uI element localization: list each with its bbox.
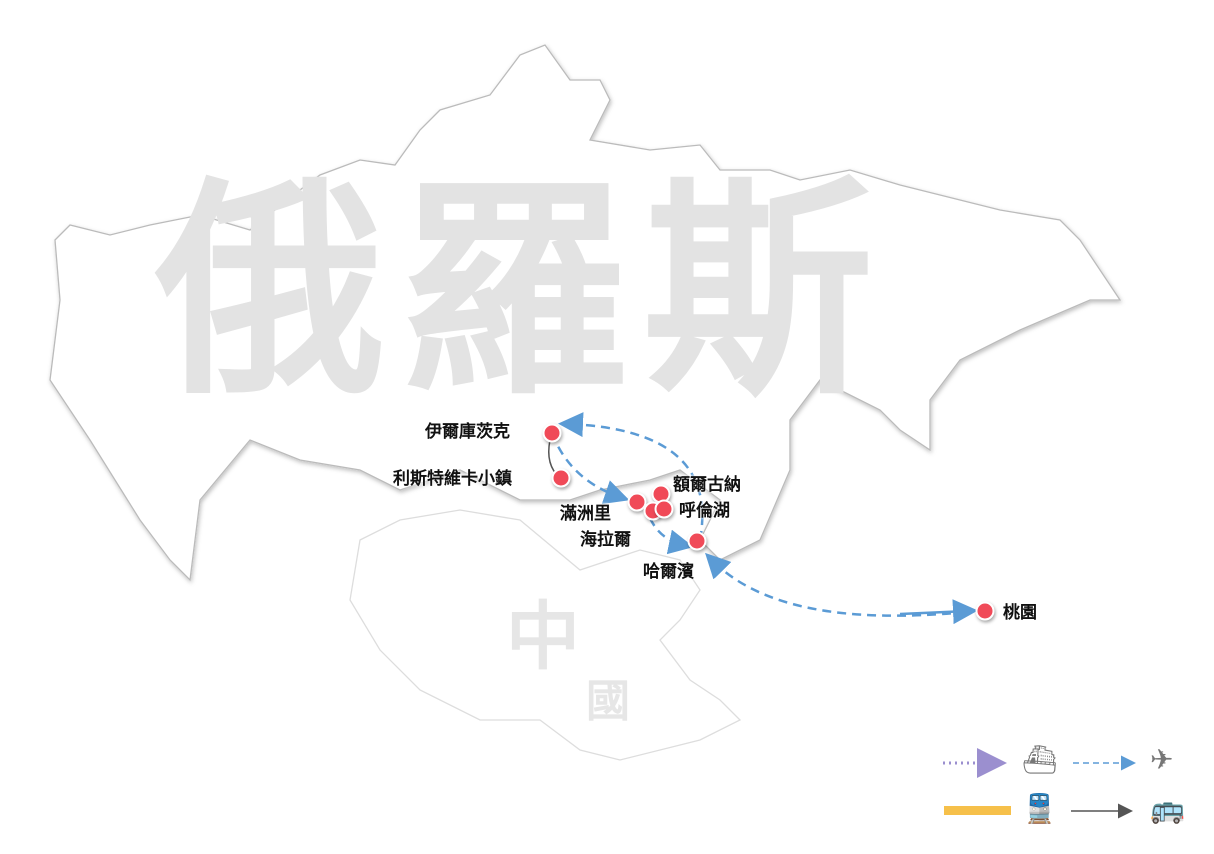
- city-label-hailar: 海拉爾: [580, 530, 631, 550]
- bus-icon: 🚌: [1150, 792, 1185, 825]
- city-label-harbin: 哈爾濱: [643, 562, 694, 582]
- legend-train-line: [944, 806, 1011, 815]
- city-marker-hulun-lake[interactable]: [654, 499, 674, 519]
- china-outline: [349, 509, 742, 761]
- airplane-icon: ✈: [1150, 743, 1174, 776]
- city-marker-manzhouli[interactable]: [627, 492, 647, 512]
- flight-route-taoyuan-harbin: [705, 552, 967, 617]
- city-label-manzhouli: 滿洲里: [560, 504, 611, 524]
- city-marker-harbin[interactable]: [687, 531, 707, 551]
- city-label-irkutsk: 伊爾庫茨克: [425, 422, 510, 442]
- watermark-russia: 俄羅斯: [155, 159, 888, 426]
- watermark-china-2: 國: [586, 676, 630, 727]
- city-label-ergun: 額爾古納: [673, 475, 741, 495]
- city-label-taoyuan: 桃園: [1003, 603, 1037, 623]
- city-label-hulun-lake: 呼倫湖: [679, 501, 730, 521]
- flight-route-harbin-taoyuan: [899, 599, 978, 625]
- russia-outline: [49, 44, 1122, 582]
- train-icon: 🚆: [1022, 792, 1057, 825]
- city-marker-taoyuan[interactable]: [975, 601, 995, 621]
- watermark-china-1: 中: [506, 594, 580, 680]
- city-label-listvyanka: 利斯特維卡小鎮: [393, 469, 512, 489]
- flight-route-harbin-irkutsk: [558, 412, 704, 541]
- city-marker-irkutsk[interactable]: [542, 423, 562, 443]
- city-marker-listvyanka[interactable]: [551, 468, 571, 488]
- flight-route-hailar-harbin: [648, 517, 694, 555]
- ship-icon: ⛴: [1022, 743, 1058, 776]
- flight-route-irkutsk-manzhouli: [550, 432, 630, 504]
